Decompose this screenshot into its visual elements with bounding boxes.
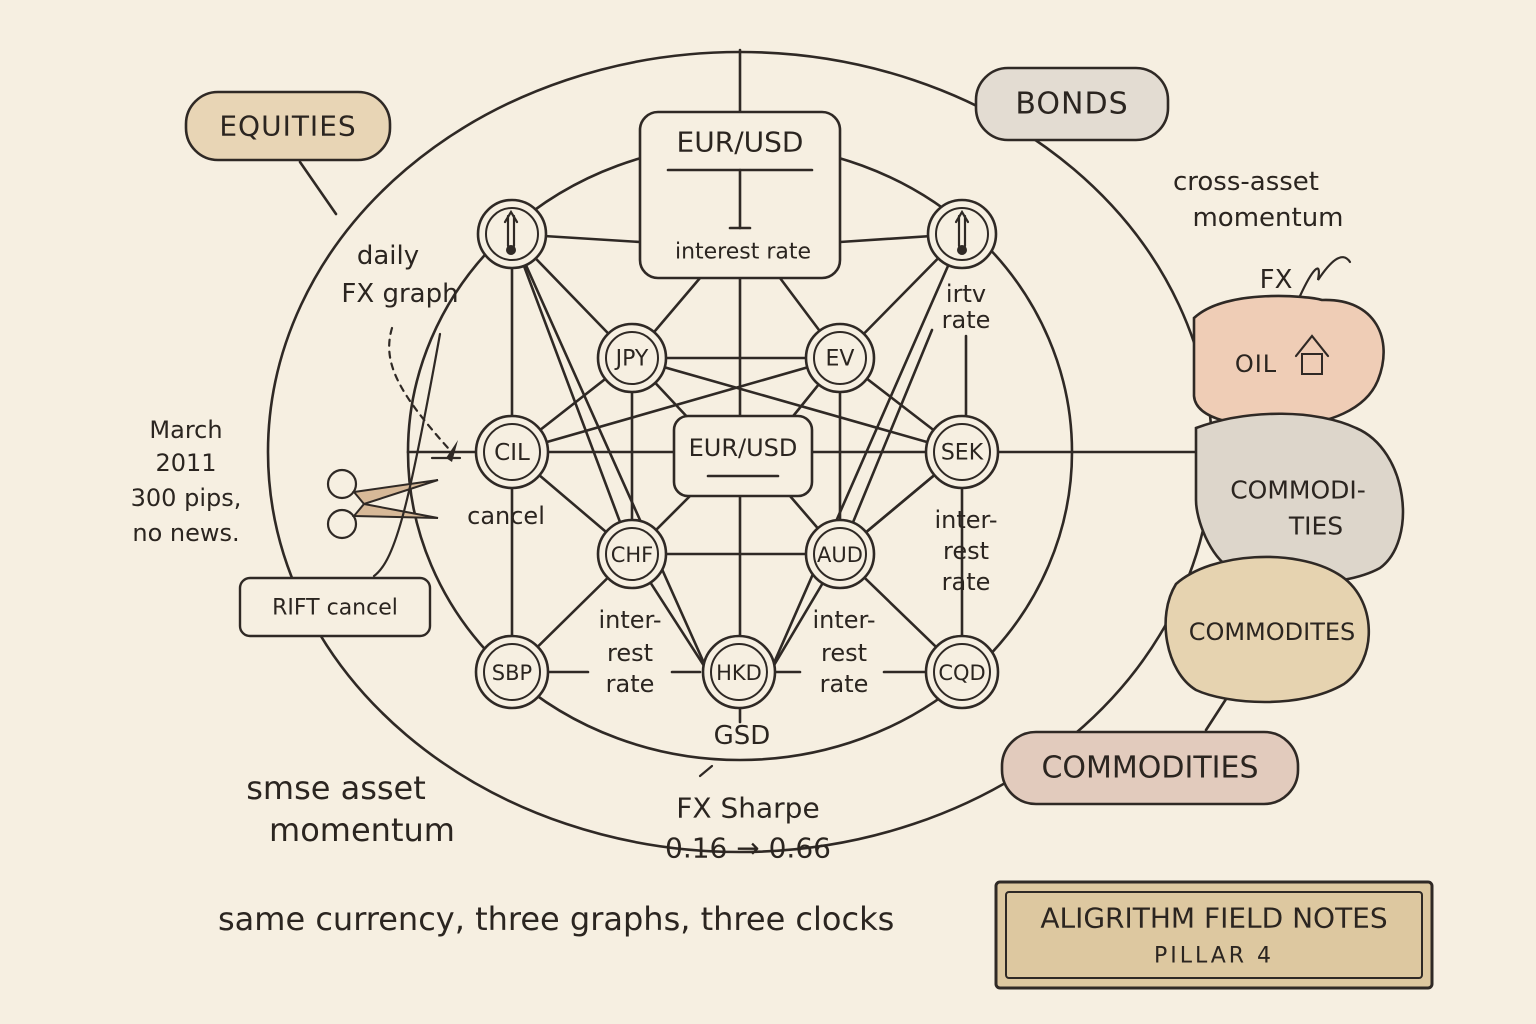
node-ev-label: EV xyxy=(826,347,855,372)
thermometer-icon xyxy=(954,209,970,255)
rift-cancel-label: RIFT cancel xyxy=(272,596,398,621)
commodities-label: COMMODITIES xyxy=(1041,751,1258,786)
equities-label: EQUITIES xyxy=(219,110,356,143)
thermometer-node-right xyxy=(926,198,998,270)
node-hkd-label: HKD xyxy=(716,661,762,685)
node-cil-label: CIL xyxy=(494,440,530,466)
node-sbp-label: SBP xyxy=(492,661,532,685)
commodities-grey-label-1: COMMODI- xyxy=(1230,476,1366,505)
commodites-label: COMMODITES xyxy=(1189,618,1356,646)
irtv-rate-label: rate xyxy=(942,306,991,334)
top-box-subtitle: interest rate xyxy=(675,240,811,265)
commodites-tan-blob: COMMODITES xyxy=(1164,555,1371,732)
node-sbp: SBP xyxy=(474,634,550,710)
node-hkd: HKD xyxy=(701,634,777,710)
bonds-label: BONDS xyxy=(1015,87,1128,122)
daily-label: daily xyxy=(357,241,419,271)
node-cqd-label: CQD xyxy=(938,661,985,685)
interest-rate-bottom-right-1: inter- xyxy=(812,606,875,634)
cross-asset-momentum-label: momentum xyxy=(1192,203,1343,233)
irtv-label: irtv xyxy=(946,280,986,308)
node-cqd: CQD xyxy=(924,634,1000,710)
node-jpy-label: JPY xyxy=(614,347,649,372)
interest-rate-bottom-left-3: rate xyxy=(606,670,655,698)
cross-asset-label: cross-asset xyxy=(1173,167,1319,197)
interest-rate-bottom-left-1: inter- xyxy=(598,606,661,634)
bonds-tag: BONDS xyxy=(974,66,1170,142)
smse-momentum-label: momentum xyxy=(269,811,455,849)
node-cil: CIL xyxy=(474,414,550,490)
top-box-title: EUR/USD xyxy=(677,126,804,159)
plaque-subtitle: PILLAR 4 xyxy=(1154,944,1274,969)
interest-rate-bottom-left-2: rest xyxy=(607,639,653,667)
rift-cancel-tag: RIFT cancel xyxy=(238,332,442,638)
daily-fx-graph-label: FX graph xyxy=(341,279,458,309)
equities-tag: EQUITIES xyxy=(184,90,392,216)
field-notes-plaque: ALIGRITHM FIELD NOTES PILLAR 4 xyxy=(994,880,1434,990)
node-aud: AUD xyxy=(804,518,876,590)
top-eurusd-box: EUR/USD interest rate xyxy=(638,110,842,280)
node-chf: CHF xyxy=(596,518,668,590)
interest-rate-right-1: inter- xyxy=(934,506,997,534)
interest-rate-bottom-right-3: rate xyxy=(820,670,869,698)
year-label: 2011 xyxy=(155,449,216,477)
oil-label: OIL xyxy=(1235,350,1277,378)
march-label: March xyxy=(149,416,222,444)
pips-label: 300 pips, xyxy=(131,484,242,512)
fx-label: FX xyxy=(1260,265,1293,295)
node-aud-label: AUD xyxy=(817,543,863,567)
thermometer-node-left xyxy=(476,198,548,270)
oil-blob: OIL xyxy=(1192,294,1385,428)
gsd-label: GSD xyxy=(714,721,771,751)
interest-rate-bottom-right-2: rest xyxy=(821,639,867,667)
cancel-label: cancel xyxy=(467,502,545,530)
thermometer-icon xyxy=(503,209,519,255)
plaque-title: ALIGRITHM FIELD NOTES xyxy=(1040,902,1387,935)
daily-arrowhead xyxy=(446,440,458,462)
node-ev: EV xyxy=(804,322,876,394)
footer-caption: same currency, three graphs, three clock… xyxy=(218,900,894,938)
node-chf-label: CHF xyxy=(611,543,654,567)
node-sek-label: SEK xyxy=(941,441,984,466)
commodities-grey-label-2: TIES xyxy=(1288,512,1343,541)
no-news-label: no news. xyxy=(132,519,239,547)
fx-sharpe-values: 0.16 → 0.66 xyxy=(665,832,831,865)
fx-sharpe-label: FX Sharpe xyxy=(676,792,819,825)
node-sek: SEK xyxy=(924,414,1000,490)
smse-asset-label: smse asset xyxy=(246,769,426,807)
node-jpy: JPY xyxy=(596,322,668,394)
commodities-grey-blob: COMMODI- TIES xyxy=(1194,412,1405,585)
interest-rate-right-3: rate xyxy=(942,568,991,596)
center-eurusd-box: EUR/USD xyxy=(672,414,814,498)
daily-arrow xyxy=(388,326,450,450)
interest-rate-right-2: rest xyxy=(943,537,989,565)
fx-squiggle xyxy=(1298,256,1352,298)
scissors-icon xyxy=(326,468,439,540)
commodities-tag: COMMODITIES xyxy=(1000,730,1300,806)
center-box-label: EUR/USD xyxy=(689,434,798,462)
house-icon xyxy=(1294,334,1330,375)
